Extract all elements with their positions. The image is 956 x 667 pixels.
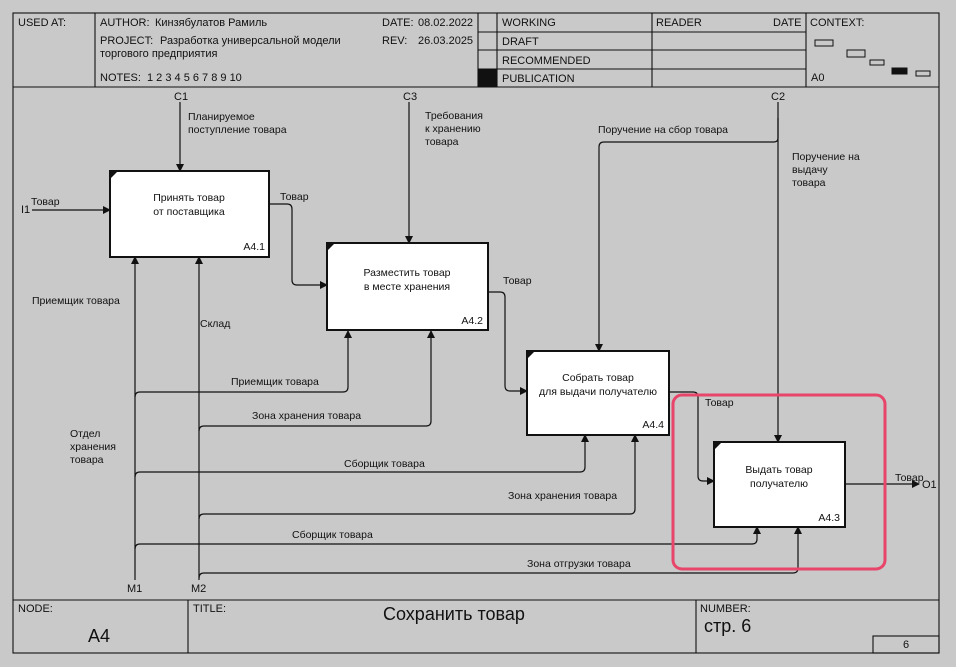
notes-label: NOTES: — [100, 72, 141, 84]
label-c3-a: Требования — [425, 110, 483, 122]
header: USED AT: AUTHOR: Кинзябулатов Рамиль PRO… — [13, 13, 939, 88]
arrow-m1-a43 — [134, 526, 761, 550]
box-a44[interactable]: Собрать товар для выдачи получателю A4.4 — [526, 350, 670, 436]
label-c1-b: поступление товара — [188, 124, 287, 136]
box-a41-line1: Принять товар — [153, 192, 225, 204]
notes-value: 1 2 3 4 5 6 7 8 9 10 — [147, 72, 242, 84]
label-c2-vyd-c: товара — [792, 177, 826, 189]
label-zona-hran-1: Зона хранения товара — [252, 410, 361, 422]
node-value: A4 — [88, 626, 110, 646]
author-label: AUTHOR: — [100, 17, 150, 29]
reader-date-label: DATE — [773, 17, 802, 29]
rev-label: REV: — [382, 35, 407, 47]
arrow-a42-a44 — [488, 291, 528, 395]
tunnel-m1: M1 — [127, 583, 142, 595]
label-c2-vyd-b: выдачу — [792, 164, 828, 176]
project-label: PROJECT: — [100, 35, 153, 47]
label-c3-c: товара — [425, 136, 459, 148]
label-tovar-out: Товар — [895, 472, 924, 484]
box-a44-id: A4.4 — [642, 419, 664, 431]
arrow-m1-a44 — [134, 434, 589, 478]
status-publication: PUBLICATION — [502, 73, 575, 85]
label-sborshik-2: Сборщик товара — [292, 529, 373, 541]
label-otdel-c: товара — [70, 454, 104, 466]
footer: NODE: A4 TITLE: Сохранить товар NUMBER: … — [13, 599, 940, 654]
label-priemshik-left: Приемщик товара — [32, 295, 120, 307]
rev-value: 26.03.2025 — [418, 35, 473, 47]
box-a42[interactable]: Разместить товар в месте хранения A4.2 — [326, 242, 489, 331]
label-c1-a: Планируемое — [188, 111, 255, 123]
label-otdel-a: Отдел — [70, 428, 100, 440]
tunnel-m2: M2 — [191, 583, 206, 595]
box-a42-line2: в месте хранения — [364, 281, 450, 293]
arrow-m1-a42 — [134, 330, 352, 398]
tunnel-i1: I1 — [21, 204, 30, 216]
project-line2: торгового предприятия — [100, 48, 218, 60]
arrow-a44-a43 — [669, 391, 715, 485]
label-zona-hran-2: Зона хранения товара — [508, 490, 617, 502]
status-working: WORKING — [502, 17, 556, 29]
date-value: 08.02.2022 — [418, 17, 473, 29]
label-sborshik-1: Сборщик товара — [344, 458, 425, 470]
label-tovar-12: Товар — [280, 191, 309, 203]
box-a43[interactable]: Выдать товар получателю A4.3 — [713, 441, 846, 528]
label-i1-tovar: Товар — [31, 196, 60, 208]
node-label: NODE: — [18, 603, 53, 615]
box-a43-line2: получателю — [750, 478, 808, 490]
box-a44-line2: для выдачи получателю — [539, 386, 657, 398]
context-label: CONTEXT: — [810, 17, 864, 29]
label-priemshik-mid: Приемщик товара — [231, 376, 319, 388]
label-c2-sbor: Поручение на сбор товара — [598, 124, 728, 136]
arrow-m2-a44 — [198, 434, 639, 520]
tunnel-c1: C1 — [174, 91, 188, 103]
label-sklad: Склад — [200, 318, 230, 330]
tunnel-o1: O1 — [922, 479, 937, 491]
box-a44-line1: Собрать товар — [562, 372, 634, 384]
label-zona-otgr: Зона отгрузки товара — [527, 558, 631, 570]
used-at-label: USED AT: — [18, 17, 66, 29]
title-label: TITLE: — [193, 603, 226, 615]
box-a41[interactable]: Принять товар от поставщика A4.1 — [109, 170, 270, 258]
box-a43-id: A4.3 — [818, 512, 840, 524]
highlight-frame — [671, 393, 887, 571]
box-a42-id: A4.2 — [461, 315, 483, 327]
label-c2-vyd-a: Поручение на — [792, 151, 860, 163]
tunnel-c3: C3 — [403, 91, 417, 103]
status-recommended: RECOMMENDED — [502, 55, 591, 67]
arrow-labels: Планируемое поступление товара Требовани… — [31, 110, 924, 570]
box-a41-id: A4.1 — [243, 241, 265, 253]
box-a43-line1: Выдать товар — [745, 464, 812, 476]
arrow-m2-a42 — [198, 330, 435, 432]
label-c3-b: к хранению — [425, 123, 481, 135]
reader-label: READER — [656, 17, 702, 29]
number-value: стр. 6 — [704, 616, 751, 636]
tunnel-c2: C2 — [771, 91, 785, 103]
number-label: NUMBER: — [700, 603, 751, 615]
arrow-c2-sbor — [595, 118, 779, 352]
context-node: A0 — [811, 72, 824, 84]
publication-marker — [478, 69, 497, 87]
project-line1: Разработка универсальной модели — [160, 35, 341, 47]
label-tovar-24: Товар — [503, 275, 532, 287]
date-label: DATE: — [382, 17, 414, 29]
status-draft: DRAFT — [502, 36, 539, 48]
context-thumbnail — [814, 39, 931, 77]
arrow-a41-a42 — [269, 203, 328, 289]
label-otdel-b: хранения — [70, 441, 116, 453]
diagram-frame — [12, 12, 940, 654]
author-name: Кинзябулатов Рамиль — [155, 17, 267, 29]
box-a42-line1: Разместить товар — [363, 267, 450, 279]
label-tovar-43: Товар — [705, 397, 734, 409]
page-title: Сохранить товар — [383, 604, 525, 624]
page-number: 6 — [903, 639, 909, 651]
box-a41-line2: от поставщика — [153, 206, 225, 218]
